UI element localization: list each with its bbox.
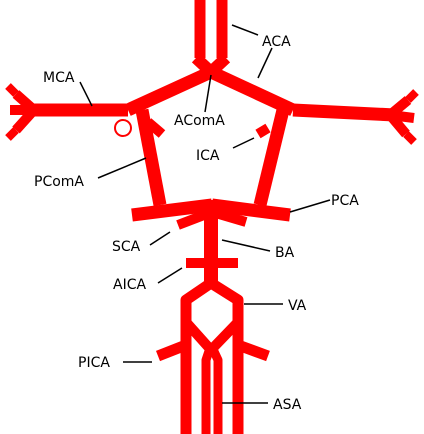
leader-pcoma — [97, 157, 147, 179]
labels: ACA MCA AComA ICA PComA PCA SCA BA AICA … — [34, 34, 359, 413]
label-va: VA — [288, 298, 307, 314]
asa-left-vessel — [201, 343, 216, 434]
leader-acoma — [204, 74, 212, 113]
leader-pca — [289, 199, 331, 213]
va-left-vessel — [180, 278, 215, 434]
label-aca: ACA — [262, 34, 291, 50]
label-pcoma: PComA — [34, 174, 84, 190]
label-aica: AICA — [113, 277, 146, 293]
mca-left-fork-tips — [5, 83, 19, 141]
mca-right-fork — [386, 96, 415, 138]
pcoma-right-vessel — [253, 108, 290, 207]
asa-right-vessel — [206, 343, 223, 434]
label-sca: SCA — [112, 239, 141, 255]
circle-upper-left-vessel — [125, 66, 214, 116]
leader-ica — [232, 137, 255, 149]
mca-left-fork — [10, 90, 38, 134]
leader-mca — [79, 81, 93, 107]
circle-upper-right-vessel — [208, 66, 296, 116]
pca-left-vessel — [131, 198, 213, 222]
ica-right-stub — [255, 123, 271, 139]
leader-aica — [157, 267, 183, 284]
pca-right-vessel — [211, 198, 291, 222]
leader-aca-1 — [231, 24, 259, 36]
junction-marker — [114, 119, 132, 137]
label-pica: PICA — [78, 355, 110, 371]
label-ica: ICA — [196, 148, 220, 164]
pica-right-vessel — [236, 339, 270, 362]
label-acoma: AComA — [174, 113, 225, 129]
vessels — [5, 0, 419, 434]
leader-sca — [149, 231, 171, 246]
label-asa: ASA — [273, 397, 302, 413]
label-ba: BA — [275, 245, 295, 261]
leader-aca-2 — [257, 47, 273, 79]
va-right-vessel — [208, 278, 244, 434]
mca-right-fork-tips — [403, 89, 419, 145]
label-mca: MCA — [43, 70, 75, 86]
pica-left-vessel — [155, 339, 189, 362]
leader-ba — [221, 239, 271, 252]
mca-right-vessel — [292, 103, 396, 122]
leader-lines — [79, 24, 331, 404]
label-pca: PCA — [331, 193, 359, 209]
ica-left-stub — [144, 118, 166, 138]
